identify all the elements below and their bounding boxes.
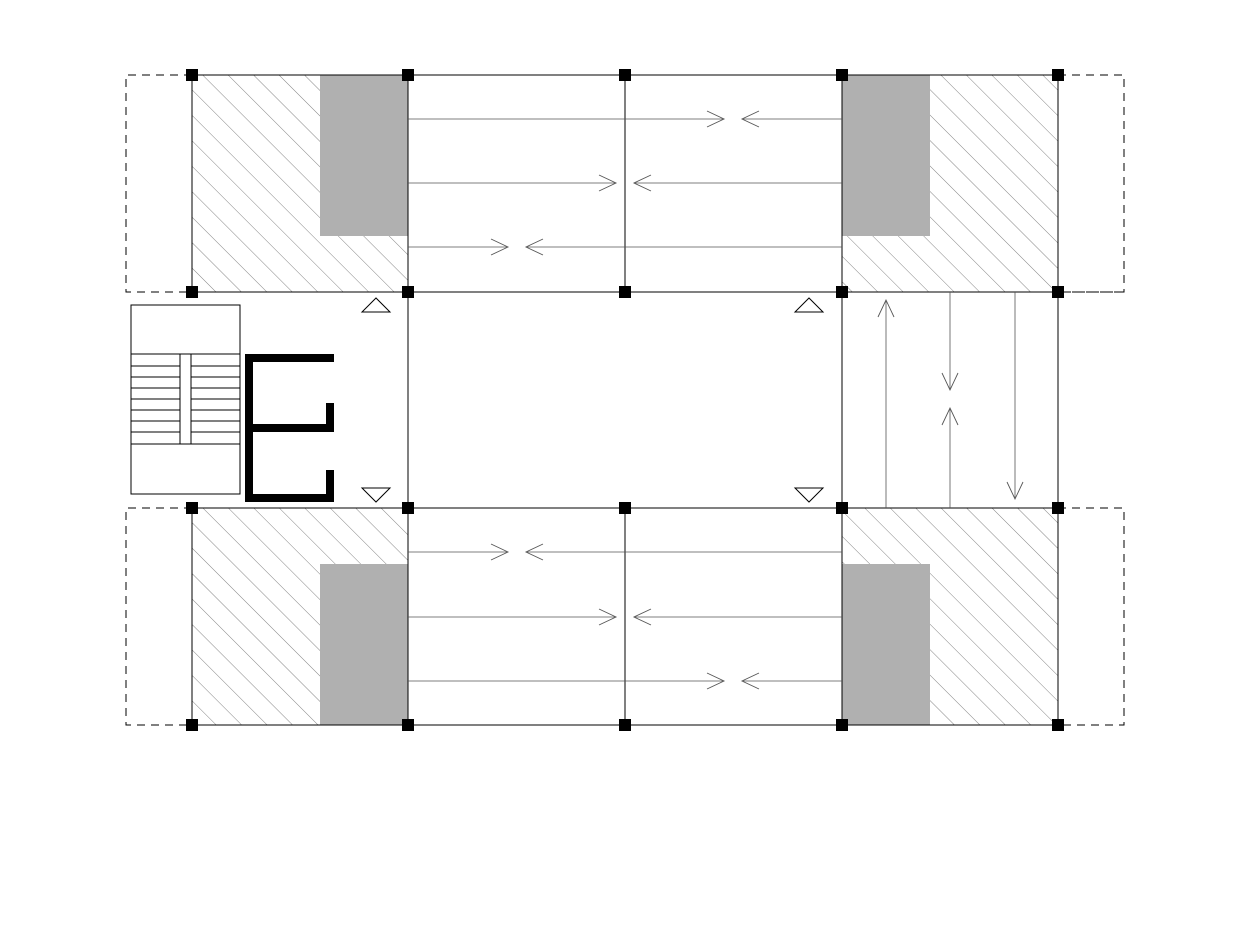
span-arrow-icon bbox=[941, 406, 959, 426]
span-arrow-icon bbox=[632, 174, 652, 192]
span-arrow-icon bbox=[877, 298, 895, 318]
column-icon bbox=[619, 69, 631, 81]
span-arrow-icon bbox=[490, 543, 510, 561]
column-icon bbox=[186, 719, 198, 731]
span-arrows-horizontal bbox=[408, 110, 842, 690]
column-icon bbox=[402, 719, 414, 731]
column-icon bbox=[402, 69, 414, 81]
column-icon bbox=[186, 286, 198, 298]
span-arrow-icon bbox=[740, 672, 760, 690]
column-icon bbox=[619, 502, 631, 514]
dashed-extension bbox=[125, 507, 192, 726]
span-arrow-icon bbox=[598, 174, 618, 192]
column-icon bbox=[619, 286, 631, 298]
core-block bbox=[320, 75, 408, 236]
column-icon bbox=[836, 286, 848, 298]
span-arrow-icon bbox=[1006, 481, 1024, 501]
span-arrows-vertical bbox=[877, 292, 1024, 508]
column-icon bbox=[1052, 502, 1064, 514]
column-icon bbox=[1052, 719, 1064, 731]
triangle-marker-icon bbox=[360, 297, 392, 313]
triangle-marker-icon bbox=[793, 297, 825, 313]
column-icon bbox=[1052, 286, 1064, 298]
core-block bbox=[842, 564, 930, 725]
elevator-core-icon bbox=[245, 354, 334, 502]
span-arrow-icon bbox=[632, 608, 652, 626]
core-blocks bbox=[320, 75, 930, 725]
span-arrow-icon bbox=[490, 238, 510, 256]
span-arrow-icon bbox=[524, 543, 544, 561]
column-icon bbox=[836, 69, 848, 81]
staircase-icon bbox=[130, 304, 241, 495]
span-arrow-icon bbox=[706, 110, 726, 128]
dashed-extension bbox=[1058, 507, 1125, 726]
columns bbox=[186, 69, 1064, 731]
span-arrow-icon bbox=[598, 608, 618, 626]
triangle-marker-icon bbox=[360, 487, 392, 503]
core-block bbox=[320, 564, 408, 725]
column-icon bbox=[402, 502, 414, 514]
dashed-extension bbox=[1058, 74, 1125, 293]
span-arrow-icon bbox=[740, 110, 760, 128]
span-arrow-icon bbox=[941, 372, 959, 392]
triangle-marker-icon bbox=[793, 487, 825, 503]
column-icon bbox=[1052, 69, 1064, 81]
column-icon bbox=[619, 719, 631, 731]
column-icon bbox=[186, 502, 198, 514]
column-icon bbox=[186, 69, 198, 81]
dashed-extensions bbox=[125, 74, 1125, 726]
core-block bbox=[842, 75, 930, 236]
column-icon bbox=[402, 286, 414, 298]
column-icon bbox=[836, 502, 848, 514]
dashed-extension bbox=[125, 74, 192, 293]
span-arrow-icon bbox=[524, 238, 544, 256]
span-arrow-icon bbox=[706, 672, 726, 690]
column-icon bbox=[836, 719, 848, 731]
triangle-markers bbox=[360, 297, 825, 503]
